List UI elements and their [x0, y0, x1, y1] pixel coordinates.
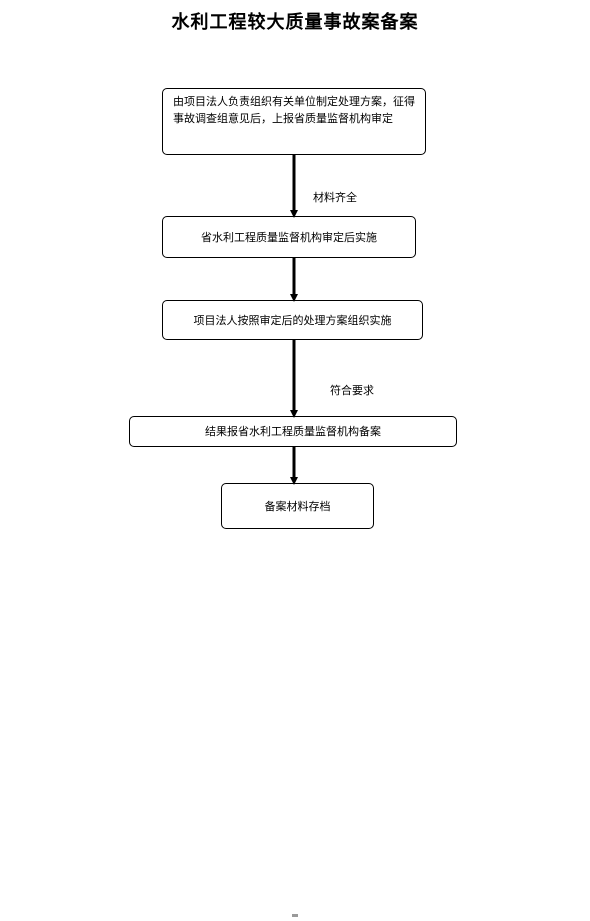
edge-label-materials-complete: 材料齐全 [313, 191, 357, 204]
flow-step-4: 结果报省水利工程质量监督机构备案 [129, 416, 457, 447]
page-bottom-mark [292, 914, 298, 917]
flow-step-2: 省水利工程质量监督机构审定后实施 [162, 216, 416, 258]
flow-step-5: 备案材料存档 [221, 483, 374, 529]
flow-step-1: 由项目法人负责组织有关单位制定处理方案，征得事故调查组意见后，上报省质量监督机构… [162, 88, 426, 155]
edge-label-meets-requirements: 符合要求 [330, 384, 374, 397]
flow-step-3: 项目法人按照审定后的处理方案组织实施 [162, 300, 423, 340]
page-title: 水利工程较大质量事故案备案 [171, 12, 419, 33]
